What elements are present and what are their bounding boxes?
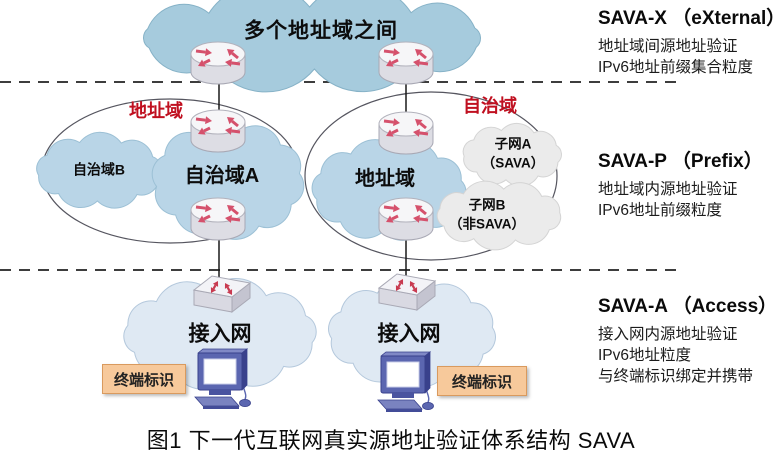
figure-caption: 图1 下一代互联网真实源地址验证体系结构 SAVA (146, 428, 636, 453)
sava-a-line2: IPv6地址粒度 (598, 347, 692, 364)
terminal-id-box-right: 终端标识 (437, 366, 527, 396)
sava-a-line3: 与终端标识绑定并携带 (598, 368, 754, 385)
terminal-id-label-left: 终端标识 (113, 371, 174, 389)
cloud-label-autonomous-b: 自治域B (72, 161, 126, 178)
cloud-subnet-b (436, 180, 562, 251)
router-icon (378, 197, 434, 241)
sava-x-title: SAVA-X （eXternal） (598, 8, 782, 29)
cloud-access-left (123, 277, 317, 391)
top-cloud-label: 多个地址域之间 (244, 19, 398, 43)
terminal-id-box-left: 终端标识 (102, 364, 186, 394)
left-domain-tag: 地址域 (129, 101, 183, 122)
sava-a-line1: 接入网内源地址验证 (598, 326, 738, 343)
annotation-sava-p: SAVA-P （Prefix） 地址域内源地址验证 IPv6地址前缀粒度 (598, 146, 763, 221)
subnet-a-label-line2: （SAVA） (481, 155, 545, 171)
computer-icon (194, 348, 251, 409)
subnet-b-label-line1: 子网B (468, 197, 506, 213)
router-icon (190, 197, 246, 241)
switch-icon (192, 275, 252, 314)
computer-icon (377, 351, 434, 412)
sava-p-line1: 地址域内源地址验证 (598, 181, 738, 198)
terminal-id-label-right: 终端标识 (451, 373, 512, 391)
router-icon (190, 41, 246, 85)
switch-icon (377, 273, 437, 312)
subnet-a-label-line1: 子网A (494, 136, 532, 152)
sava-p-title: SAVA-P （Prefix） (598, 151, 763, 172)
router-icon (378, 111, 434, 155)
annotation-sava-x: SAVA-X （eXternal） 地址域间源地址验证 IPv6地址前缀集合粒度 (598, 3, 782, 78)
sava-x-line1: 地址域间源地址验证 (598, 38, 738, 55)
right-domain-tag: 自治域 (463, 96, 517, 117)
sava-x-line2: IPv6地址前缀集合粒度 (598, 59, 754, 76)
subnet-b-label-line2: （非SAVA） (448, 216, 526, 232)
cloud-label-address-domain: 地址域 (355, 168, 415, 190)
annotation-sava-a: SAVA-A （Access） 接入网内源地址验证 IPv6地址粒度 与终端标识… (598, 291, 777, 387)
cloud-label-autonomous-a: 自治域A (184, 165, 260, 187)
sava-a-title: SAVA-A （Access） (598, 296, 778, 317)
sava-p-line2: IPv6地址前缀粒度 (598, 202, 723, 219)
router-icon (190, 109, 246, 153)
access-network-label-right: 接入网 (377, 322, 441, 346)
cloud-autonomous-b (36, 131, 162, 209)
access-network-label-left: 接入网 (188, 322, 252, 346)
router-icon (378, 41, 434, 85)
